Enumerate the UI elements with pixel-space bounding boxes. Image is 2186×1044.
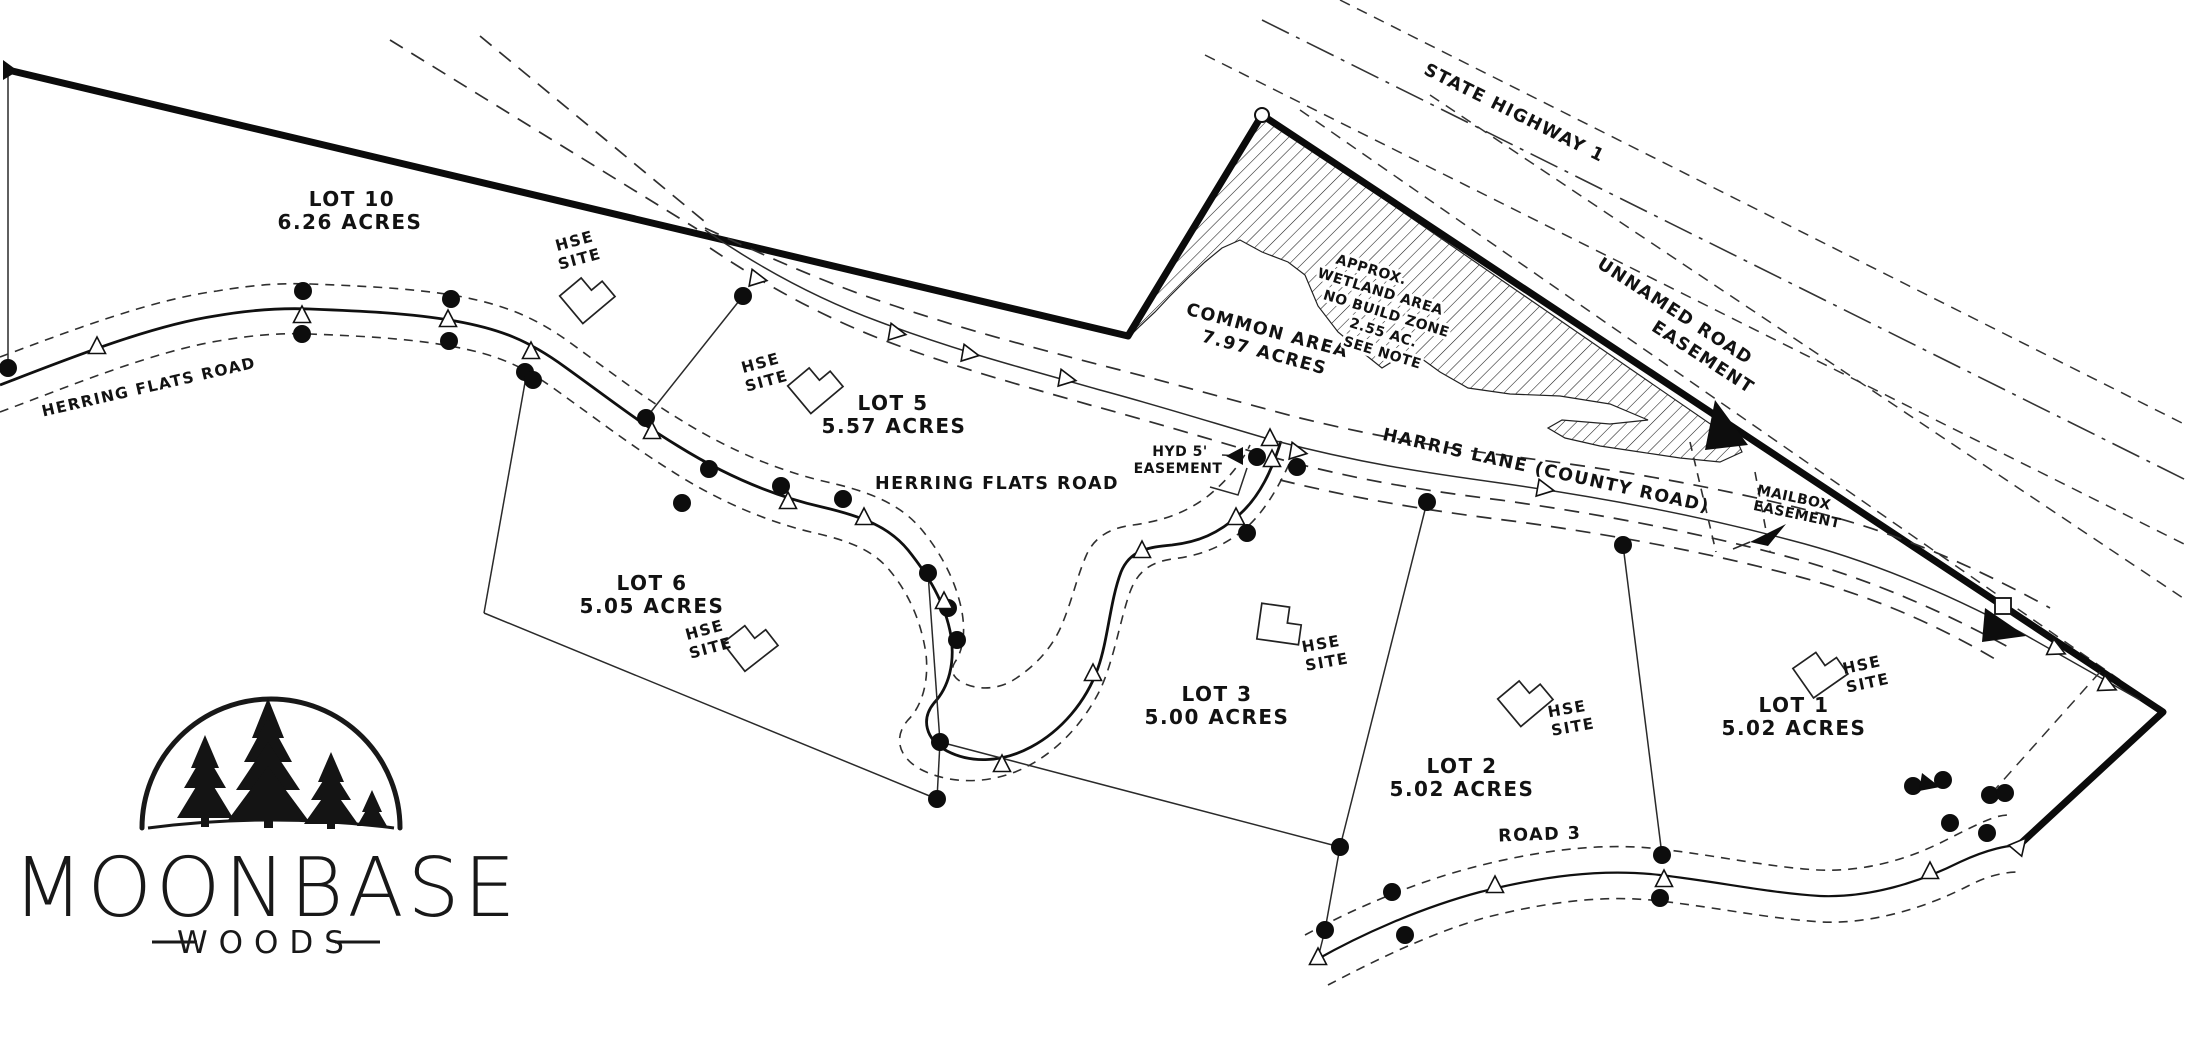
harris-lane-north-edge	[704, 227, 2051, 609]
logo: MOONBASE WOODS	[13, 696, 520, 961]
mailbox-flag-marker	[1750, 524, 1786, 546]
hyd-easement-label-line2: EASEMENT	[1134, 461, 1223, 477]
lot-line-lot2-lot1	[1622, 544, 1663, 856]
mailbox-flag-stem	[1732, 541, 1751, 550]
road-labels: HERRING FLATS ROAD HERRING FLATS ROAD HA…	[40, 60, 1758, 846]
boundary-arrow-marker-mid	[1705, 400, 1748, 450]
road-3-label: ROAD 3	[1498, 824, 1582, 847]
hydrant-flag-marker	[1226, 447, 1243, 465]
state-highway-centerline	[1261, 19, 2186, 481]
lot2-name: LOT 2	[1426, 754, 1497, 778]
hse-site-lot3	[1255, 602, 1305, 646]
hyd-easement-label-line1: HYD 5'	[1152, 444, 1207, 460]
road3-flag-marker	[1919, 773, 1940, 791]
lot10-name: LOT 10	[309, 187, 395, 211]
state-highway-south-edge	[1204, 54, 2186, 546]
boundary-square-marker	[1994, 597, 2012, 615]
lot6-name: LOT 6	[616, 571, 687, 595]
lot-line-corner-stub	[936, 741, 941, 800]
lot6-acres: 5.05 ACRES	[580, 594, 725, 618]
lot-line-lot10-lot6	[483, 376, 527, 614]
herring-flats-road-label-west: HERRING FLATS ROAD	[40, 354, 258, 421]
lot5-name: LOT 5	[857, 391, 928, 415]
logo-title: MOONBASE	[13, 841, 520, 936]
hse-site-lot5	[786, 358, 844, 415]
survey-dots	[0, 282, 2014, 944]
lot-line-lot6-east	[927, 572, 941, 743]
lot-labels: LOT 10 6.26 ACRES LOT 5 5.57 ACRES LOT 6…	[278, 187, 1867, 801]
lot-line-lot5-west	[645, 295, 744, 419]
lot3-name: LOT 3	[1181, 682, 1252, 706]
herring-flats-road-label-center: HERRING FLATS ROAD	[875, 474, 1119, 494]
lot-line-road3-stub	[1317, 846, 1341, 959]
hse-site-lot2	[1496, 671, 1554, 728]
harris-lane-south-edge	[709, 247, 2011, 649]
herring-flats-road-south-edge	[0, 332, 1291, 782]
hyd-easement-bracket	[1209, 467, 1248, 496]
lot-line-lot3-lot2	[1339, 501, 1428, 848]
lot2-acres: 5.02 ACRES	[1390, 777, 1535, 801]
road-3-centerline	[1315, 843, 2018, 961]
logo-subtitle: WOODS	[177, 925, 355, 961]
lot3-acres: 5.00 ACRES	[1145, 705, 1290, 729]
wetland-hatch-area	[1129, 114, 1743, 463]
hse-site-lot10	[558, 268, 616, 325]
lot5-acres: 5.57 ACRES	[822, 414, 967, 438]
lot10-acres: 6.26 ACRES	[278, 210, 423, 234]
lot1-name: LOT 1	[1758, 693, 1829, 717]
boundary-corner-monument	[1254, 107, 1270, 123]
corner-arrow-marker	[3, 60, 18, 80]
lot-line-lot6-south	[483, 612, 938, 800]
road-3-south-edge	[1327, 871, 2023, 986]
harris-lane-right-of-way-edge	[1279, 479, 2001, 663]
lot-line-lot3-south	[939, 741, 1341, 848]
road-easement-dashed-line-b	[389, 39, 698, 230]
lot1-acres: 5.02 ACRES	[1722, 716, 1867, 740]
road-easement-dashed-line-a	[479, 35, 711, 227]
logo-arc	[139, 696, 403, 831]
mailbox-easement-dashed-west	[1689, 441, 1717, 553]
herring-flats-road-centerline	[0, 307, 1283, 761]
boundary-arrow-marker-east	[1982, 608, 2026, 642]
herring-flats-road-north-edge	[0, 282, 1251, 689]
road-3-north-edge	[1304, 814, 2009, 936]
harris-lane-centerline	[704, 229, 2141, 701]
unnamed-road-easement-south-edge	[1299, 109, 2121, 681]
logo-trees	[177, 698, 387, 829]
state-highway-north-edge	[1339, 0, 2186, 426]
lot-line-lot1-east-dashed	[1989, 671, 2101, 796]
hse-site-lot1	[1792, 643, 1849, 699]
